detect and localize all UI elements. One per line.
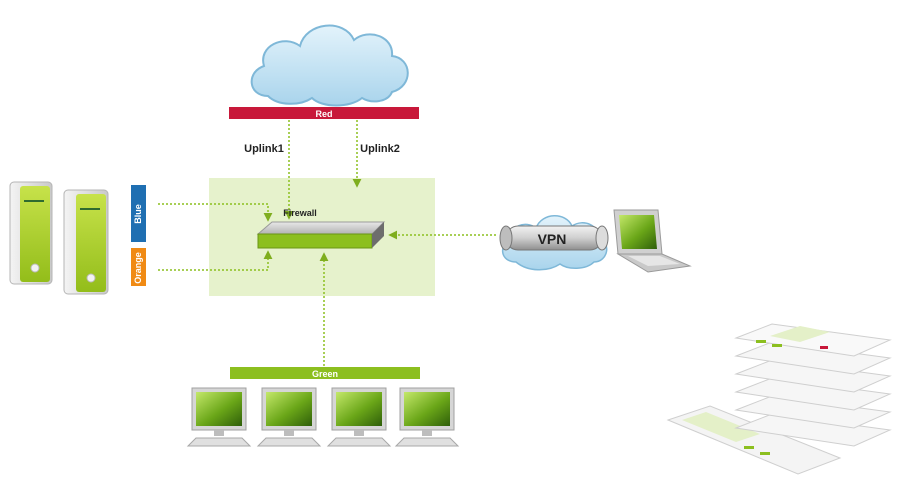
- blue-zone-label: Blue: [133, 204, 143, 224]
- blue-zone-tag: Blue: [131, 185, 146, 242]
- red-zone-label: Red: [315, 109, 332, 119]
- blue-connector: [158, 203, 273, 222]
- vpn-label: VPN: [538, 231, 567, 247]
- green-zone-bar: Green: [230, 367, 420, 379]
- firewall-label: Firewall: [283, 208, 317, 218]
- orange-zone-tag: Orange: [131, 248, 146, 286]
- workstation-icon: [256, 387, 322, 447]
- orange-connector: [158, 250, 273, 271]
- server-icon: [9, 181, 53, 285]
- workstation-icon: [394, 387, 460, 447]
- diagram-sheets-stack-icon: [666, 323, 892, 475]
- vpn-tunnel-icon: [499, 215, 609, 271]
- red-zone-bar: Red: [229, 107, 419, 119]
- firewall-appliance-icon: [256, 221, 386, 249]
- internet-cloud-icon: [250, 24, 409, 107]
- server-icon: [63, 189, 109, 295]
- uplink1-label: Uplink1: [244, 143, 284, 155]
- green-zone-label: Green: [312, 369, 338, 379]
- workstation-icon: [186, 387, 252, 447]
- workstation-icon: [326, 387, 392, 447]
- laptop-icon: [613, 209, 692, 273]
- uplink2-label: Uplink2: [360, 143, 400, 155]
- orange-zone-label: Orange: [133, 252, 143, 284]
